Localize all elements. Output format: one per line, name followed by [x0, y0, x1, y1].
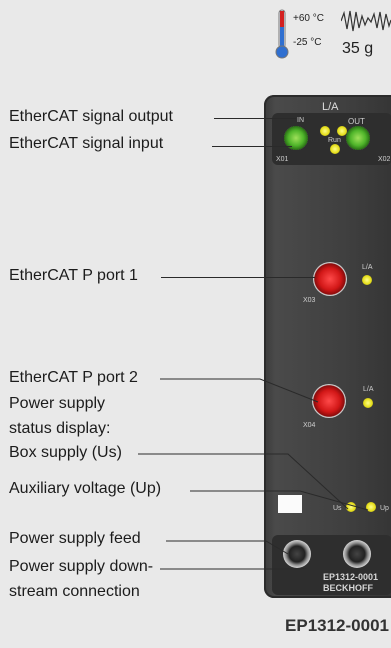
p-port-2-connector [312, 384, 346, 418]
label-aux-voltage: Auxiliary voltage (Up) [9, 480, 162, 497]
p-port-1-la-label: L/A [362, 264, 373, 271]
label-signal-input: EtherCAT signal input [9, 135, 164, 152]
marking-label [278, 495, 302, 513]
thermometer-icon [275, 9, 289, 59]
label-downstream-line1: Power supply down- [9, 558, 154, 575]
x02-label: X02 [378, 156, 391, 163]
device-part-number: EP1312-0001 [323, 572, 379, 582]
device-brand: BECKHOFF [323, 583, 373, 593]
leader-box-supply [138, 453, 349, 510]
leader-p-port-2 [160, 378, 319, 403]
la-label: L/A [322, 101, 339, 113]
up-led [366, 502, 376, 512]
leader-power-feed [166, 540, 289, 555]
led-run [330, 144, 340, 154]
x01-label: X01 [276, 156, 289, 163]
label-p-port-1: EtherCAT P port 1 [9, 267, 138, 284]
label-power-feed: Power supply feed [9, 530, 141, 547]
label-p-port-2: EtherCAT P port 2 [9, 369, 138, 386]
us-led [346, 502, 356, 512]
x03-label: X03 [303, 297, 316, 304]
power-downstream-connector [343, 540, 371, 568]
leader-signal-input [212, 146, 292, 147]
label-downstream-line2: stream connection [9, 583, 140, 600]
vibration-icon [341, 10, 391, 32]
leader-signal-output [214, 118, 296, 119]
label-status-line1: Power supply [9, 395, 106, 412]
p-port-1-connector [313, 262, 347, 296]
p-port-2-la-label: L/A [363, 386, 374, 393]
leader-aux-voltage [190, 490, 369, 511]
label-box-supply: Box supply (Us) [9, 444, 122, 461]
model-number: EP1312-0001 [285, 616, 389, 635]
in-label: IN [297, 117, 304, 124]
us-label: Us [333, 505, 342, 512]
run-label: Run [328, 137, 341, 144]
label-signal-output: EtherCAT signal output [9, 108, 173, 125]
device-housing [264, 95, 391, 598]
leader-p-port-1 [161, 277, 315, 278]
p-port-1-led [362, 275, 372, 285]
up-label: Up [380, 505, 389, 512]
weight-value: 35 g [342, 40, 374, 57]
led-out [337, 126, 347, 136]
led-in [320, 126, 330, 136]
out-label: OUT [348, 117, 365, 126]
label-status-line2: status display: [9, 420, 111, 437]
temperature-min: -25 °C [293, 37, 322, 48]
temperature-max: +60 °C [293, 13, 324, 24]
p-port-2-led [363, 398, 373, 408]
x04-label: X04 [303, 422, 316, 429]
ethercat-output-port [346, 126, 370, 150]
leader-power-downstream [160, 568, 307, 570]
